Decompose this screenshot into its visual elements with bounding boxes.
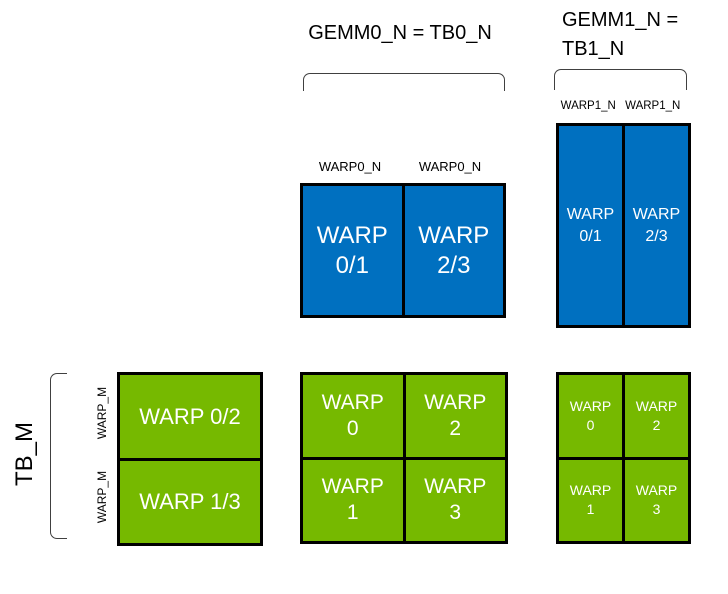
warp-0-2-tile: WARP 0/2 (120, 375, 260, 458)
warp-1-tile: WARP 1 (303, 459, 403, 541)
tile-label: WARP (418, 221, 490, 249)
gemm1-warp-0-1-tile: WARP 0/1 (559, 126, 622, 325)
tile-label: 0 (586, 416, 595, 433)
tb-m-bracket (50, 373, 67, 539)
tile-label: WARP (569, 482, 612, 499)
warp0-n-label-left: WARP0_N (318, 159, 382, 174)
tile-label: 0 (346, 416, 359, 440)
gemm1-warp-2x2-grid: WARP 0 WARP 2 WARP 1 WARP 3 (556, 372, 691, 544)
warp1-n-label-left: WARP1_N (560, 100, 616, 112)
tile-label: WARP 0/2 (139, 403, 241, 429)
warp-m-label-bottom: WARP_M (95, 470, 109, 524)
gemm1-warp-2-tile: WARP 2 (625, 375, 688, 457)
gemm1-warp-1-tile: WARP 1 (559, 459, 622, 541)
gemm1-n-title: GEMM1_N = TB1_N (562, 6, 678, 64)
gemm0-warp-0-1-tile: WARP 0/1 (303, 186, 402, 315)
gemm0-warp-2-3-tile: WARP 2/3 (404, 186, 503, 315)
tile-label: WARP (321, 475, 384, 498)
tile-label: 2 (652, 416, 661, 433)
warp1-n-label-right: WARP1_N (625, 100, 681, 112)
tile-label: WARP (635, 482, 678, 499)
tile-label: WARP (566, 205, 615, 223)
tile-label: 2 (449, 416, 462, 440)
gemm0-warp-2x2-grid: WARP 0 WARP 2 WARP 1 WARP 3 (300, 372, 508, 544)
warp-m-label-top: WARP_M (95, 386, 109, 440)
warp0-n-label-right: WARP0_N (418, 159, 482, 174)
warp-2-tile: WARP 2 (405, 375, 505, 457)
tb-m-label: TB_M (11, 421, 38, 487)
warp-3-tile: WARP 3 (405, 459, 505, 541)
tile-label: WARP (632, 205, 681, 223)
tile-label: 1 (346, 501, 359, 525)
tile-label: WARP (569, 397, 612, 414)
tile-label: WARP (424, 475, 487, 498)
gemm1-warp-2-3-tile: WARP 2/3 (625, 126, 688, 325)
tile-label: WARP (635, 397, 678, 414)
warp1-n-column-labels: WARP1_N WARP1_N (556, 100, 685, 112)
tile-label: 2/3 (437, 251, 471, 279)
tb-m-warp-row-grid: WARP 0/2 WARP 1/3 (117, 372, 263, 546)
tile-label: WARP 1/3 (139, 489, 241, 514)
gemm1-n-bracket (554, 69, 687, 90)
tile-label: 3 (449, 501, 462, 525)
tile-label: WARP (424, 390, 487, 414)
tile-label: 0/1 (335, 251, 369, 279)
warp-1-3-tile: WARP 1/3 (120, 460, 260, 543)
gemm0-n-bracket (303, 73, 505, 91)
gemm1-warp-0-tile: WARP 0 (559, 375, 622, 457)
gemm0-warp-tile-grid: WARP 0/1 WARP 2/3 (300, 183, 506, 318)
gemm1-n-title-line2: TB1_N (562, 38, 625, 60)
gemm1-n-title-line1: GEMM1_N = (562, 9, 679, 31)
gemm0-n-title: GEMM0_N = TB0_N (308, 22, 492, 44)
gemm1-warp-tile-grid: WARP 0/1 WARP 2/3 (556, 123, 691, 328)
tile-label: 3 (652, 501, 661, 518)
tile-label: 0/1 (579, 227, 602, 245)
gemm1-warp-3-tile: WARP 3 (625, 459, 688, 541)
warp-0-tile: WARP 0 (303, 375, 403, 457)
warp0-n-column-labels: WARP0_N WARP0_N (300, 159, 500, 174)
tile-label: WARP (316, 221, 388, 249)
tile-label: WARP (321, 390, 384, 414)
tile-label: 1 (586, 501, 595, 518)
tile-label: 2/3 (645, 227, 668, 245)
